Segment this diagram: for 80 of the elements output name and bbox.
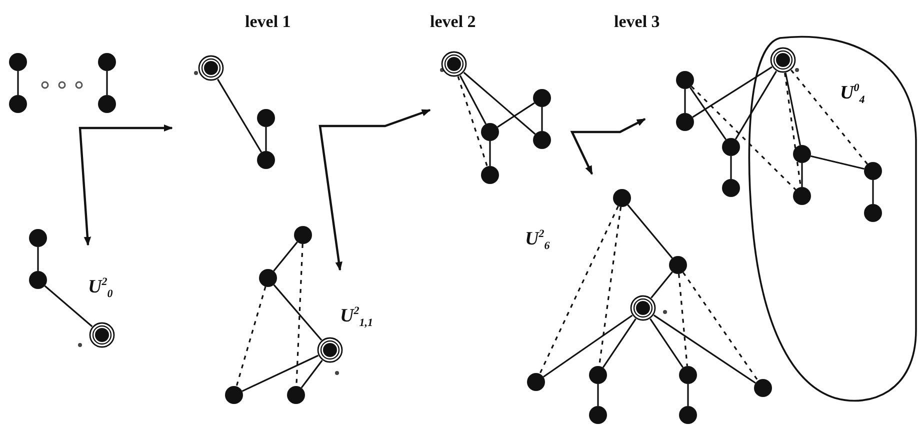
graph-edge (734, 70, 778, 140)
graph-edge (265, 127, 267, 151)
ringed-vertex (441, 51, 467, 77)
graph-edge (653, 314, 756, 384)
vertex (29, 229, 47, 247)
vertex (98, 53, 116, 71)
graph-edge (684, 89, 686, 113)
dashed-edge (690, 86, 796, 190)
graph-edge (497, 102, 535, 128)
graph-edge (602, 318, 636, 368)
vertex (481, 166, 499, 184)
graph-edge (650, 318, 684, 368)
dashed-edge (790, 70, 868, 165)
graph-edge (489, 141, 491, 166)
graph-edge (689, 86, 727, 140)
vertex (679, 406, 697, 424)
graph-edge (242, 354, 319, 392)
graph-edge (44, 285, 93, 328)
dashed-edge (678, 274, 688, 366)
vertex (589, 406, 607, 424)
graph-edge (37, 247, 39, 271)
dashed-edge (236, 286, 266, 387)
vertex (864, 204, 882, 222)
graph-edge (463, 72, 536, 135)
graph-edge (541, 107, 543, 131)
graph-edge (273, 241, 298, 272)
vertex (29, 271, 47, 289)
vertex (669, 256, 687, 274)
vertex (793, 145, 811, 163)
vertex (259, 269, 277, 287)
graph-edge (459, 75, 486, 124)
graph-edge (650, 271, 673, 298)
graph-edge (784, 72, 801, 146)
graph-edge (542, 314, 633, 378)
vertex (533, 89, 551, 107)
vertex (676, 71, 694, 89)
level-heading: level 2 (430, 12, 476, 32)
graph-edge (692, 66, 772, 118)
graph-edge (801, 163, 803, 187)
graph-edge (730, 156, 732, 179)
level-heading: level 1 (245, 12, 291, 32)
vertex (754, 379, 772, 397)
ringed-vertex (630, 295, 656, 321)
graph-edge (106, 71, 108, 95)
vertex (793, 187, 811, 205)
graph-edge (810, 155, 864, 170)
graph-edge (687, 384, 689, 406)
vertex (257, 109, 275, 127)
vertex (287, 386, 305, 404)
graph-edge (300, 360, 323, 388)
ringed-vertex (770, 47, 796, 73)
vertex (679, 366, 697, 384)
vertex (676, 113, 694, 131)
vertex (722, 179, 740, 197)
vertex (257, 151, 275, 169)
vertex (98, 95, 116, 113)
vertex (589, 366, 607, 384)
vertex (533, 131, 551, 149)
level-heading: level 3 (614, 12, 660, 32)
ringed-vertex (89, 322, 115, 348)
vertex (722, 138, 740, 156)
vertex (9, 95, 27, 113)
graph-edge (872, 180, 874, 204)
vertex (613, 189, 631, 207)
vertex (294, 226, 312, 244)
graph-edge (597, 384, 599, 406)
vertex (481, 123, 499, 141)
vertex (864, 162, 882, 180)
graph-edge (273, 284, 322, 341)
dashed-edge (682, 272, 759, 382)
vertex (225, 386, 243, 404)
vertex (527, 373, 545, 391)
graph-edge (627, 204, 673, 259)
dashed-edge (539, 206, 619, 374)
ringed-vertex (317, 337, 343, 363)
dashed-edge (457, 76, 488, 167)
graph-edge (216, 78, 262, 153)
graph-edge (17, 71, 19, 95)
ringed-vertex (198, 55, 224, 81)
vertex (9, 53, 27, 71)
